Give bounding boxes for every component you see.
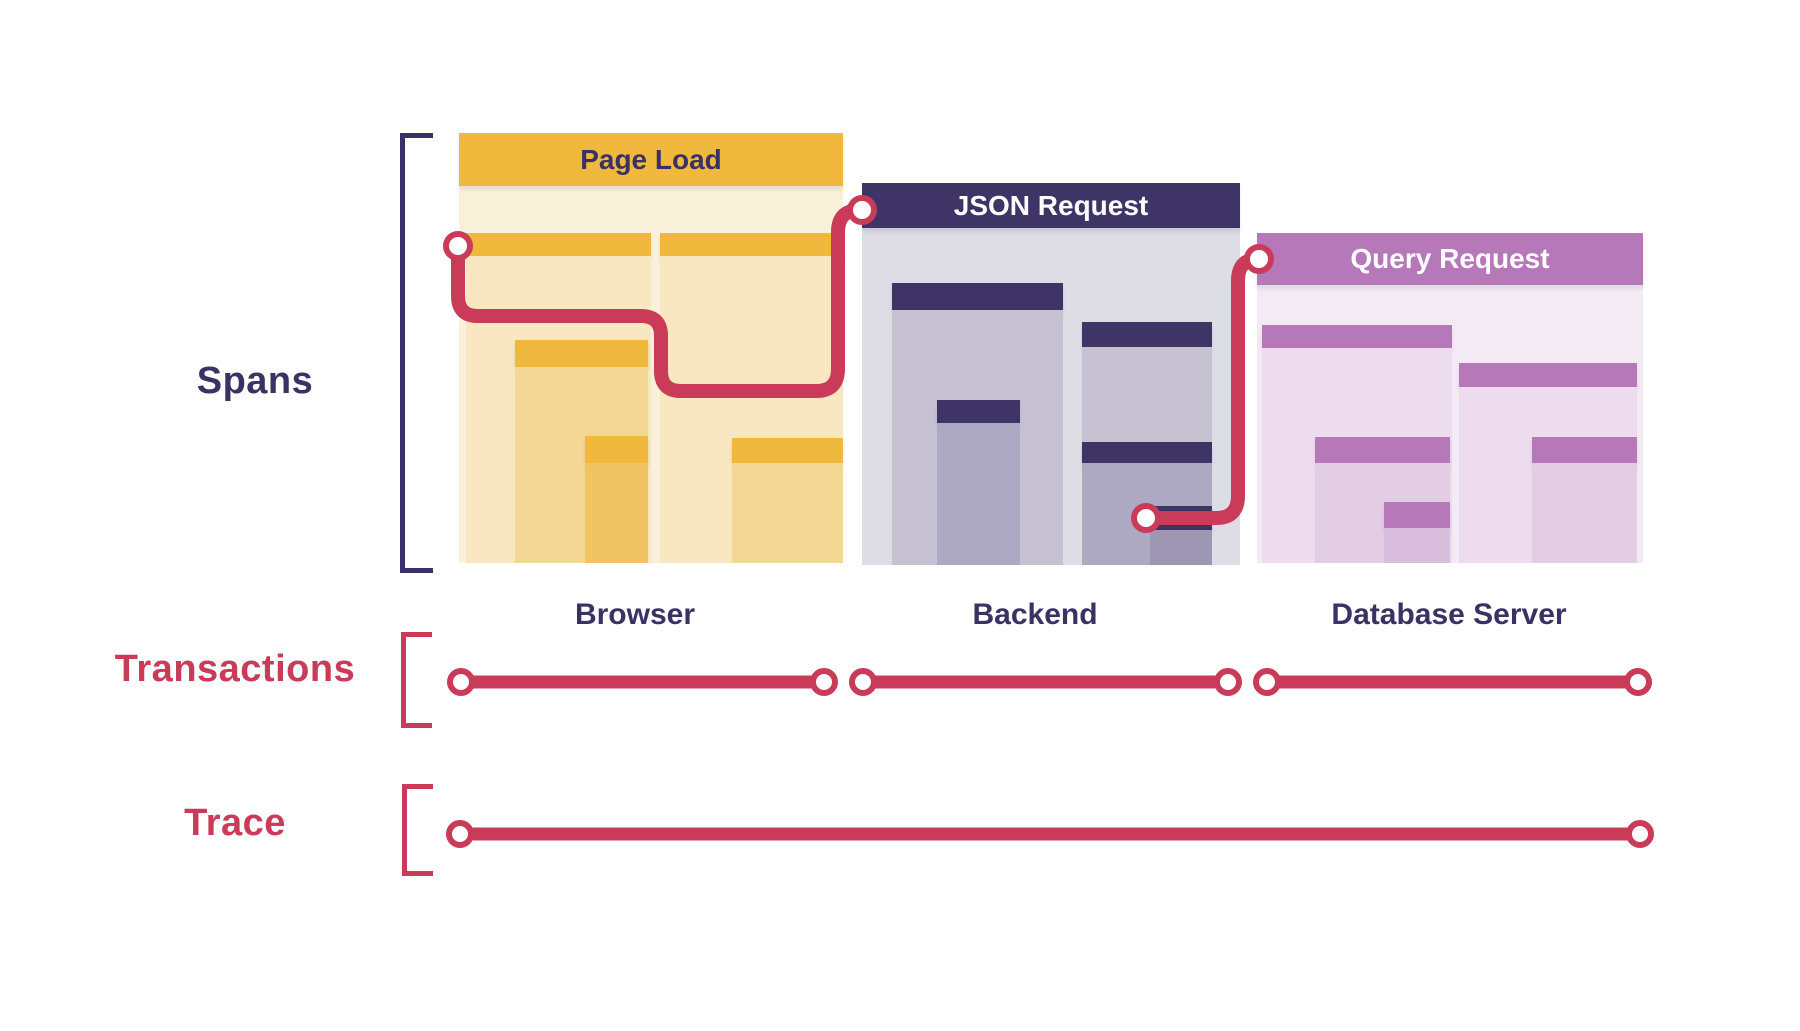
json-request-transaction-panel: JSON Request — [862, 183, 1240, 565]
span-bar — [892, 283, 1063, 310]
query-request-panel-body — [1257, 285, 1643, 563]
browser-caption: Browser — [574, 598, 696, 631]
transaction-node-browser-end — [810, 668, 838, 696]
backend-caption: Backend — [972, 598, 1098, 631]
span-bar — [1459, 363, 1637, 387]
span-bar — [732, 438, 843, 463]
transaction-node-database-start — [1253, 668, 1281, 696]
query-request-title: Query Request — [1350, 243, 1550, 274]
span-bar — [1315, 437, 1450, 463]
json-request-title: JSON Request — [953, 189, 1149, 221]
span-fill — [1150, 530, 1212, 565]
span-block — [1384, 502, 1450, 563]
span-bar — [937, 400, 1020, 423]
span-fill — [732, 463, 843, 563]
span-bar — [1384, 502, 1450, 528]
span-bar — [466, 233, 651, 256]
span-block — [1532, 437, 1637, 563]
span-bar — [515, 340, 648, 367]
transaction-node-backend-start — [849, 668, 877, 696]
transaction-node-backend-end — [1214, 668, 1242, 696]
query-request-transaction-panel: Query Request — [1257, 233, 1643, 563]
span-block — [937, 400, 1020, 565]
span-bar — [660, 233, 843, 256]
json-request-header: JSON Request — [862, 183, 1240, 228]
trace-node-start — [446, 820, 474, 848]
span-fill — [1532, 463, 1637, 563]
span-fill — [937, 423, 1020, 565]
page-load-panel-body — [459, 186, 843, 563]
span-bar — [1532, 437, 1637, 463]
span-block — [1150, 506, 1212, 565]
span-bar — [1262, 325, 1452, 348]
span-fill — [1384, 528, 1450, 563]
span-bar — [1082, 442, 1212, 463]
page-load-header: Page Load — [459, 133, 843, 186]
trace-label: Trace — [184, 802, 286, 844]
database-caption: Database Server — [1331, 598, 1567, 631]
span-block — [585, 436, 648, 563]
spans-bracket — [400, 133, 433, 573]
trace-bracket — [402, 784, 433, 876]
span-bar — [585, 436, 648, 463]
transaction-node-database-end — [1624, 668, 1652, 696]
span-bar — [1150, 506, 1212, 530]
span-bar — [1082, 322, 1212, 347]
query-request-header: Query Request — [1257, 233, 1643, 285]
transactions-label: Transactions — [114, 648, 356, 690]
transactions-bracket — [401, 632, 432, 728]
span-fill — [585, 463, 648, 563]
page-load-transaction-panel: Page Load — [459, 133, 843, 563]
trace-node-end — [1626, 820, 1654, 848]
page-load-title: Page Load — [580, 143, 722, 175]
transaction-node-browser-start — [447, 668, 475, 696]
json-request-panel-body — [862, 228, 1240, 565]
spans-label: Spans — [196, 360, 314, 402]
span-block — [732, 438, 843, 563]
